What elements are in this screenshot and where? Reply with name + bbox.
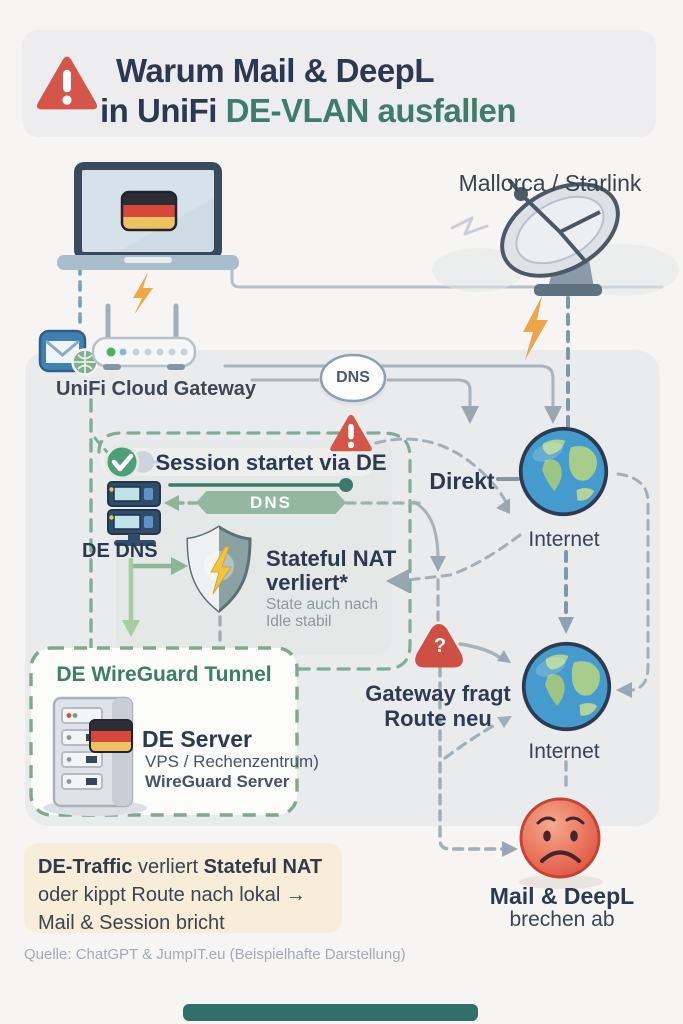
de-server-icon bbox=[43, 696, 147, 816]
connector-laptop-to-starlink bbox=[230, 266, 664, 289]
dns-oval bbox=[319, 353, 387, 406]
question-icon bbox=[415, 624, 463, 668]
internet2-label: Internet bbox=[528, 740, 600, 763]
summary-line3: Mail & Session bricht bbox=[38, 912, 225, 934]
connectors bbox=[78, 264, 664, 851]
warning-icon-header bbox=[36, 56, 98, 110]
summary-bold1: DE-Traffic bbox=[38, 856, 133, 878]
satellite-dish-icon bbox=[432, 179, 679, 296]
arrowhead-into-internet2-right bbox=[616, 682, 632, 698]
fail-label-line1: Mail & DeepL bbox=[489, 883, 635, 909]
gateway-fragt-line1: Gateway fragt bbox=[365, 681, 511, 706]
connector-session-box-dash bbox=[97, 431, 412, 671]
summary-line2: oder kippt Route nach lokal → bbox=[38, 884, 306, 906]
arrowhead-into-internet1 bbox=[496, 498, 510, 514]
internet1-label: Internet bbox=[528, 528, 600, 551]
dns-banner: DNS bbox=[196, 491, 346, 514]
connector-session-to-internet-dash bbox=[374, 437, 509, 506]
session-title: Session startet via DE bbox=[155, 450, 387, 475]
wireguard-title: DE WireGuard Tunnel bbox=[56, 663, 272, 686]
arrowhead-dns-1 bbox=[544, 406, 562, 424]
connector-return-to-nat-dash bbox=[406, 533, 522, 582]
arrowhead-dedns-right bbox=[171, 557, 188, 575]
dns-banner-label: DNS bbox=[250, 492, 292, 512]
router-icon bbox=[91, 303, 197, 370]
arrowhead-curve-down bbox=[430, 556, 446, 572]
page-title-line1: Warum Mail & DeepL bbox=[116, 52, 435, 89]
summary-line1: DE-Traffic verliert Stateful NAT bbox=[38, 853, 342, 881]
connector-dash-to-face bbox=[438, 665, 504, 851]
session-line-endpoint bbox=[339, 478, 353, 492]
question-glyph: ? bbox=[433, 635, 447, 657]
de-server-title: DE Server bbox=[142, 726, 252, 752]
gateway-fragt-line2: Route neu bbox=[384, 706, 492, 731]
check-icon bbox=[104, 444, 166, 480]
title-dark-part: in UniFi bbox=[100, 92, 226, 129]
satellite-label: Mallorca / Starlink bbox=[458, 170, 642, 196]
shield-icon bbox=[186, 525, 252, 613]
connector-question-to-internet2 bbox=[458, 642, 501, 659]
summary-mid: verliert bbox=[132, 856, 204, 878]
source-credit: Quelle: ChatGPT & JumpIT.eu (Beispielhaf… bbox=[24, 946, 406, 963]
sad-face-icon bbox=[519, 797, 603, 889]
nat-title-line1: Stateful NAT bbox=[266, 546, 397, 571]
lightning-icon-right bbox=[523, 296, 548, 360]
internet1-globe-icon bbox=[518, 426, 609, 517]
direkt-label: Direkt bbox=[429, 468, 495, 494]
header-box bbox=[22, 30, 656, 137]
nat-note-line1: State auch nach bbox=[266, 596, 379, 613]
gateway-label: UniFi Cloud Gateway bbox=[56, 378, 257, 400]
summary-bold2: Stateful NAT bbox=[203, 856, 323, 878]
arrowhead-question-internet2 bbox=[497, 650, 511, 663]
arrowhead-into-nat bbox=[386, 569, 409, 593]
german-flag-icon bbox=[122, 192, 176, 230]
de-server-sub1: VPS / Rechenzentrum) bbox=[145, 752, 319, 771]
dns-server-icon bbox=[107, 481, 161, 546]
arrowhead-dedns-down bbox=[122, 620, 140, 637]
connector-curve-down bbox=[412, 500, 440, 562]
connector-retry-dash bbox=[443, 721, 500, 760]
connector-gateway-dns-2 bbox=[250, 378, 472, 408]
arrowhead-dns-2 bbox=[461, 406, 479, 424]
arrowhead-into-internet2-top bbox=[558, 617, 574, 634]
laptop-icon bbox=[57, 162, 239, 270]
german-flag-icon bbox=[90, 720, 132, 752]
de-server-sub2: WireGuard Server bbox=[145, 772, 290, 791]
de-dns-label: DE DNS bbox=[82, 540, 158, 562]
page-title-line2: in UniFi DE-VLAN ausfallen bbox=[100, 92, 517, 130]
mail-icon bbox=[38, 329, 99, 376]
nat-note-line2: Idle stabil bbox=[266, 613, 332, 630]
fail-label-line2: brechen ab bbox=[509, 908, 615, 931]
connector-right-loop-dash bbox=[616, 472, 650, 692]
arrowhead-retry bbox=[497, 716, 512, 728]
summary-box: DE-Traffic verliert Stateful NAT oder ki… bbox=[24, 843, 342, 934]
internet2-globe-icon bbox=[521, 641, 612, 732]
arrowhead-into-face bbox=[502, 841, 518, 857]
session-title-pill bbox=[100, 448, 376, 476]
bolt-glyph bbox=[210, 546, 232, 595]
connector-gateway-dns-1 bbox=[223, 364, 555, 408]
dns-pill-label: DNS bbox=[336, 369, 370, 386]
sketch-doodle bbox=[450, 216, 489, 236]
title-green-part: DE-VLAN ausfallen bbox=[225, 92, 517, 129]
nat-title-line2: verliert* bbox=[266, 570, 348, 595]
bottom-bar bbox=[183, 1004, 478, 1021]
lightning-icon-left bbox=[133, 272, 153, 315]
arrowheads bbox=[122, 406, 632, 857]
arrowhead-dnsbanner-left bbox=[164, 495, 179, 511]
